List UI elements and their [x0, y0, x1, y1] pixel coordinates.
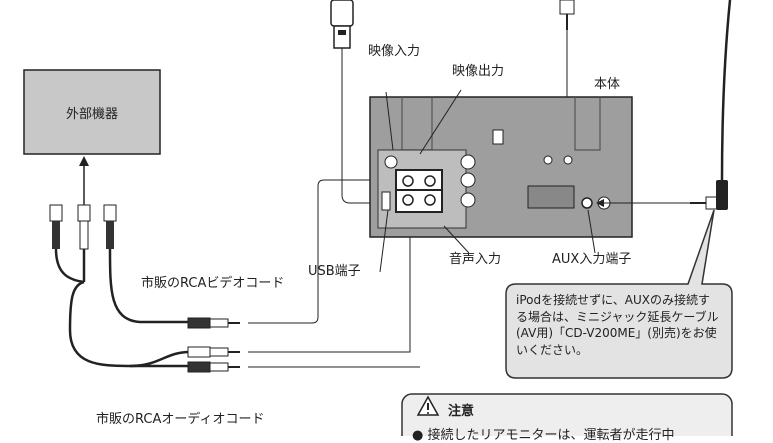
mini-jack-plug-icon — [690, 0, 732, 210]
rca-plug-icon — [49, 204, 117, 250]
caution-title: 注意 — [448, 404, 475, 419]
callout-bubble — [505, 209, 733, 379]
rca-video-cord-label: 市販のRCAビデオコード — [141, 276, 285, 291]
usb-plug-icon — [330, 0, 385, 204]
caution-box — [401, 393, 733, 436]
aux-port-label: AUX入力端子 — [552, 252, 632, 267]
warning-icon — [416, 395, 440, 416]
arrow-up-icon — [79, 156, 89, 166]
usb-port-label: USB端子 — [308, 264, 361, 279]
callout-text: iPodを接続せずに、AUXのみ接続する場合は、ミニジャック延長ケーブル(AV用… — [516, 293, 719, 357]
video-in-label: 映像入力 — [368, 44, 421, 59]
video-out-label: 映像出力 — [452, 64, 505, 79]
external-device-label: 外部機器 — [65, 106, 118, 122]
external-device-box — [23, 69, 161, 155]
caution-text: ● 接続したリアモニターは、運転者が走行中 — [412, 428, 675, 443]
rca-audio-cord-label: 市販のRCAオーディオコード — [96, 412, 265, 427]
audio-in-label: 音声入力 — [449, 252, 502, 267]
rca-plug-icon — [187, 317, 240, 373]
main-unit-label: 本体 — [594, 77, 621, 92]
